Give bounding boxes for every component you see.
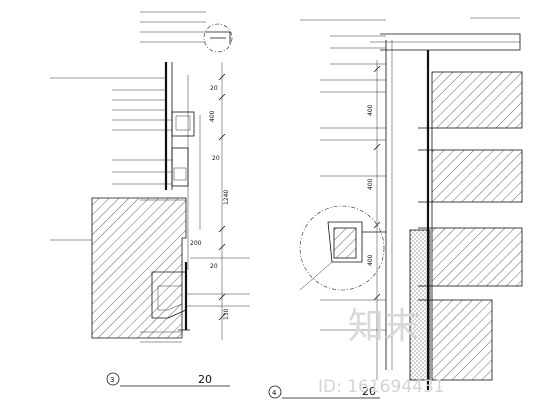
dim-label: 200 xyxy=(190,240,202,247)
section-number-circle xyxy=(268,385,282,399)
watermark-id: ID: 161694431 xyxy=(318,377,445,397)
detail-bracket-hatch xyxy=(333,227,357,259)
cabinet-box xyxy=(171,111,195,137)
base-detail-inner xyxy=(157,285,183,311)
dim-label: 20 xyxy=(210,263,218,270)
cabinet-box xyxy=(171,147,189,187)
scale-value: 20 xyxy=(362,385,376,398)
right-section: 400 400 400 4 20 xyxy=(268,17,523,399)
dotted-wall xyxy=(409,229,431,381)
dim-label: 400 xyxy=(367,178,374,190)
dim-label: 1240 xyxy=(223,190,230,205)
cabinet-inner xyxy=(173,167,187,181)
hatched-panel xyxy=(431,71,523,129)
hatched-panel xyxy=(431,227,523,287)
dim-label: 130 xyxy=(223,308,230,320)
dim-label: 400 xyxy=(209,110,216,122)
dim-label: 20 xyxy=(212,155,220,162)
detail-bracket xyxy=(327,221,363,263)
clip-joint xyxy=(418,127,433,151)
ceiling-detail xyxy=(206,31,231,44)
dim-label: 20 xyxy=(210,85,218,92)
watermark-logo: 知末 xyxy=(348,306,420,347)
dimension-ticks xyxy=(218,73,226,321)
clip-joint xyxy=(418,201,433,229)
structural-wall-hatch xyxy=(91,197,187,339)
annotation-leaders-right xyxy=(299,17,520,331)
dim-label: 400 xyxy=(367,254,374,266)
hatched-panel xyxy=(431,149,523,203)
cabinet-inner xyxy=(175,115,191,131)
left-section: 20 400 20 1240 200 20 130 xyxy=(50,11,250,387)
base-detail xyxy=(151,271,187,319)
section-number-circle xyxy=(106,372,120,386)
ceiling-detail-callout xyxy=(203,23,233,53)
section-number: 3 xyxy=(110,376,114,384)
watermark: 知末 ID: 161694431 xyxy=(318,306,445,397)
dim-label: 400 xyxy=(367,104,374,116)
section-number: 4 xyxy=(272,389,277,397)
annotation-leaders-left xyxy=(50,11,250,343)
dimension-ticks xyxy=(373,65,381,301)
scale-value: 20 xyxy=(198,373,212,386)
hatched-panel xyxy=(431,299,493,381)
clip-joint xyxy=(418,285,433,301)
detail-callout-circle xyxy=(299,205,385,291)
